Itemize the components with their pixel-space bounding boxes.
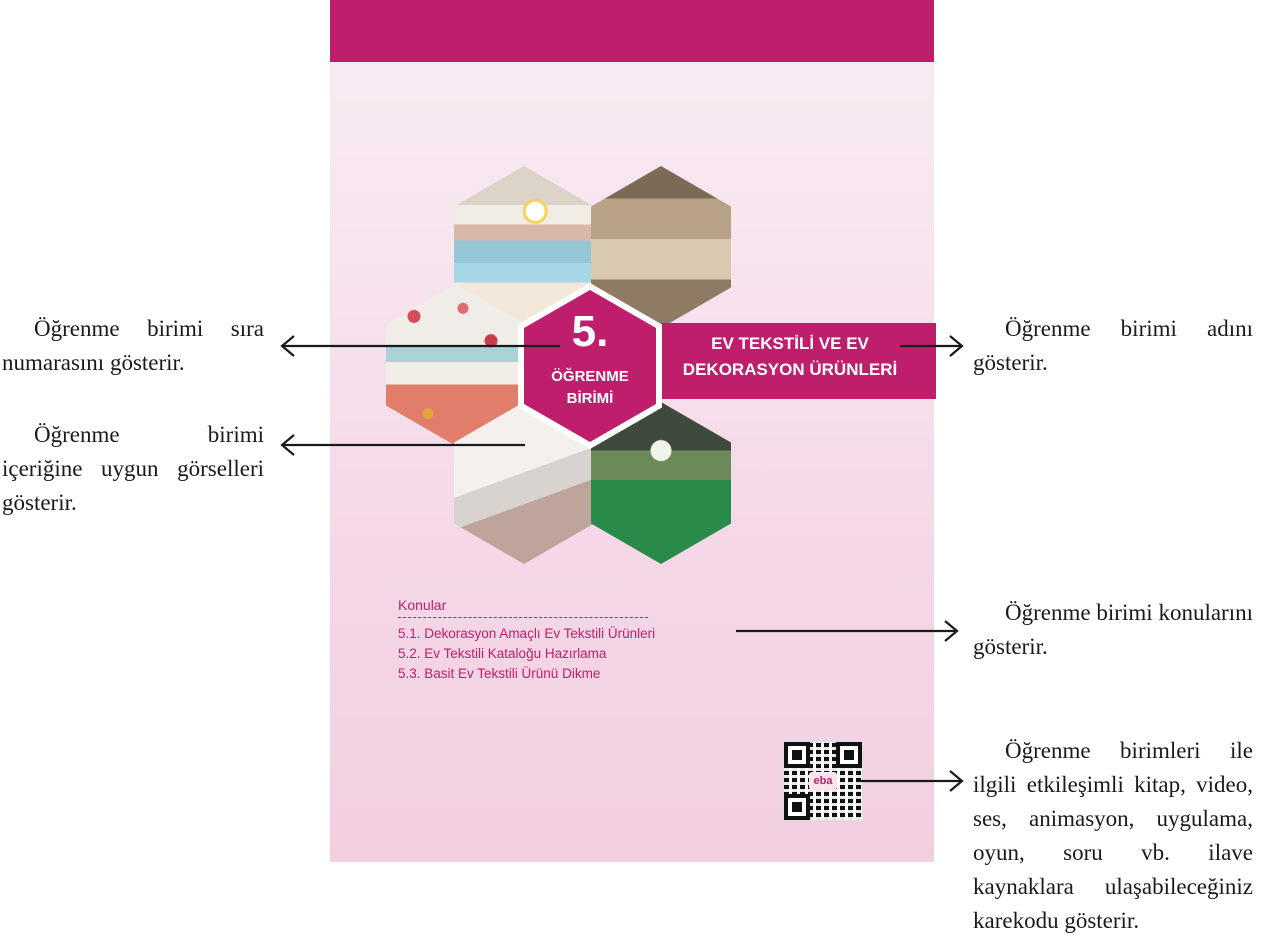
unit-title-line2: DEKORASYON ÜRÜNLERİ [682,360,898,379]
unit-label-line1: ÖĞRENME [551,368,629,385]
unit-title: EV TEKSTİLİ VE EV DEKORASYON ÜRÜNLERİ [655,331,925,383]
note-unit-name: Öğrenme birimi adını gösterir. [973,312,1253,380]
topic-item: 5.3. Basit Ev Tekstili Ürünü Dikme [398,666,601,681]
note-unit-number: Öğrenme birimi sıra numarasını gösterir. [2,312,264,380]
note-qr-text: Öğrenme birimleri ile ilgili etkileşimli… [973,738,1253,933]
unit-number: 5. [571,307,609,356]
unit-title-line1: EV TEKSTİLİ VE EV [711,334,869,353]
qr-logo: eba [809,772,837,790]
unit-badge [524,290,656,442]
topics-heading: Konular [398,597,648,618]
unit-label: ÖĞRENME BİRİMİ [524,366,656,410]
note-images-text: Öğrenme birimi içeriğine uygun görseller… [2,422,264,515]
qr-finder [836,742,862,768]
page-header-bar [330,0,934,62]
qr-finder [784,794,810,820]
unit-label-line2: BİRİMİ [566,390,614,407]
note-images: Öğrenme birimi içeriğine uygun görseller… [2,418,264,520]
note-topics: Öğrenme birimi konularını gösterir. [973,596,1253,664]
qr-code[interactable]: eba [783,741,863,821]
note-topics-text: Öğrenme birimi konularını gösterir. [973,600,1253,659]
topic-item: 5.1. Dekorasyon Amaçlı Ev Tekstili Ürünl… [398,626,656,641]
topics-box: Konular 5.1. Dekorasyon Amaçlı Ev Teksti… [398,597,655,684]
note-unit-number-text: Öğrenme birimi sıra numarasını gösterir. [2,316,264,375]
qr-finder [784,742,810,768]
note-qr: Öğrenme birimleri ile ilgili etkileşimli… [973,734,1253,938]
note-unit-name-text: Öğrenme birimi adını gösterir. [973,316,1253,375]
unit-title-band [649,323,936,399]
topic-item: 5.2. Ev Tekstili Kataloğu Hazırlama [398,646,607,661]
